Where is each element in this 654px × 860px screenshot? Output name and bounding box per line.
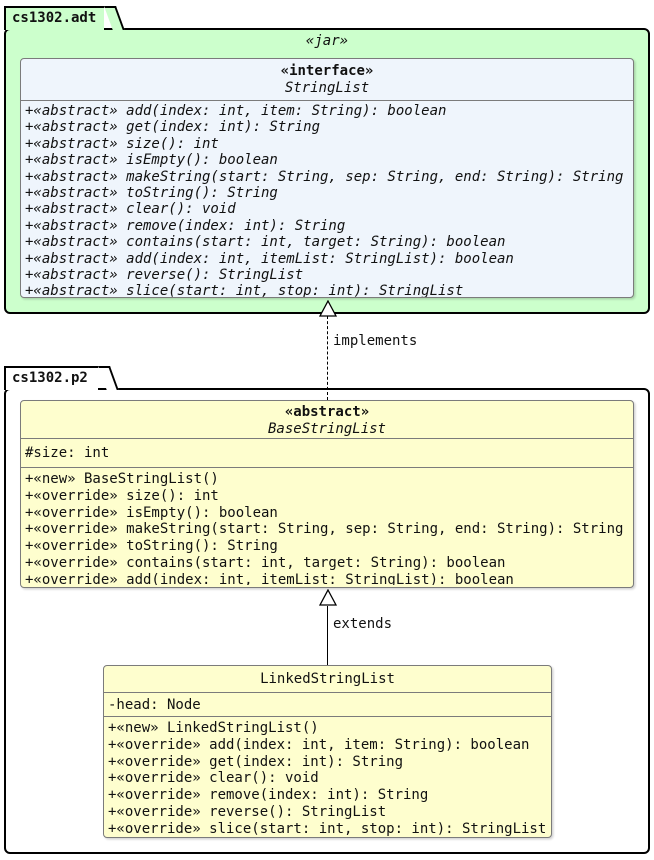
class-basestringlist: «abstract» BaseStringList #size: int +«n… <box>20 400 634 588</box>
method-item: +«override» add(index: int, itemList: St… <box>25 571 514 585</box>
method-item: +«override» makeString(start: String, se… <box>25 521 624 538</box>
method-item: +«override» isEmpty(): boolean <box>25 504 278 521</box>
method-item: +«abstract» size(): int <box>25 135 219 152</box>
basestringlist-field-list: #size: int <box>21 439 633 468</box>
extends-line <box>327 606 328 666</box>
method-item: +«abstract» reverse(): StringList <box>25 267 304 284</box>
method-item: +«abstract» add(index: int, itemList: St… <box>25 250 514 267</box>
implements-label: implements <box>333 333 418 349</box>
method-item: +«override» add(index: int, item: String… <box>108 736 530 753</box>
package-p2-name: cs1302.p2 <box>12 370 88 386</box>
method-item: +«abstract» toString(): String <box>25 185 278 202</box>
method-item: +«abstract» slice(start: int, stop: int)… <box>25 283 464 297</box>
method-item: +«abstract» makeString(start: String, se… <box>25 168 624 185</box>
stringlist-stereotype: «interface» <box>280 63 374 79</box>
method-item: +«override» slice(start: int, stop: int)… <box>108 820 547 836</box>
basestringlist-header: «abstract» BaseStringList <box>21 401 633 439</box>
linkedstringlist-field-list: -head: Node <box>104 693 551 717</box>
method-item: +«abstract» get(index: int): String <box>25 119 321 136</box>
implements-line <box>327 316 328 400</box>
stringlist-name: StringList <box>284 80 370 96</box>
field-item: #size: int <box>25 445 110 461</box>
class-stringlist: «interface» StringList +«abstract» add(i… <box>20 58 634 298</box>
method-item: +«new» BaseStringList() <box>25 471 219 487</box>
method-item: +«abstract» clear(): void <box>25 201 236 218</box>
extends-label: extends <box>333 616 393 632</box>
method-item: +«abstract» remove(index: int): String <box>25 217 346 234</box>
package-adt-name: cs1302.adt <box>12 10 97 26</box>
method-item: +«override» contains(start: int, target:… <box>25 554 506 571</box>
method-item: +«abstract» isEmpty(): boolean <box>25 152 278 169</box>
field-item: -head: Node <box>108 697 201 713</box>
method-item: +«override» reverse(): StringList <box>108 803 387 820</box>
class-linkedstringlist: LinkedStringList -head: Node +«new» Link… <box>103 665 552 838</box>
implements-arrowhead-icon <box>318 299 338 317</box>
package-adt-tab: cs1302.adt <box>4 6 104 30</box>
method-item: +«abstract» add(index: int, item: String… <box>25 103 447 119</box>
linkedstringlist-header: LinkedStringList <box>104 666 551 693</box>
method-item: +«override» remove(index: int): String <box>108 787 429 804</box>
stringlist-method-list: +«abstract» add(index: int, item: String… <box>21 101 633 297</box>
method-item: +«new» LinkedStringList() <box>108 720 319 736</box>
package-p2-tab: cs1302.p2 <box>4 366 98 390</box>
method-item: +«override» toString(): String <box>25 538 278 555</box>
linkedstringlist-name: LinkedStringList <box>260 671 395 687</box>
basestringlist-stereotype: «abstract» <box>284 404 370 420</box>
method-item: +«override» clear(): void <box>108 770 319 787</box>
package-adt-stereotype: «jar» <box>305 33 349 49</box>
method-item: +«abstract» contains(start: int, target:… <box>25 234 506 251</box>
stringlist-header: «interface» StringList <box>21 59 633 101</box>
extends-arrowhead-icon <box>318 588 338 606</box>
linkedstringlist-method-list: +«new» LinkedStringList()+«override» add… <box>104 717 551 836</box>
method-item: +«override» get(index: int): String <box>108 753 404 770</box>
basestringlist-method-list: +«new» BaseStringList()+«override» size(… <box>21 468 633 585</box>
basestringlist-name: BaseStringList <box>267 421 386 437</box>
method-item: +«override» size(): int <box>25 487 219 504</box>
